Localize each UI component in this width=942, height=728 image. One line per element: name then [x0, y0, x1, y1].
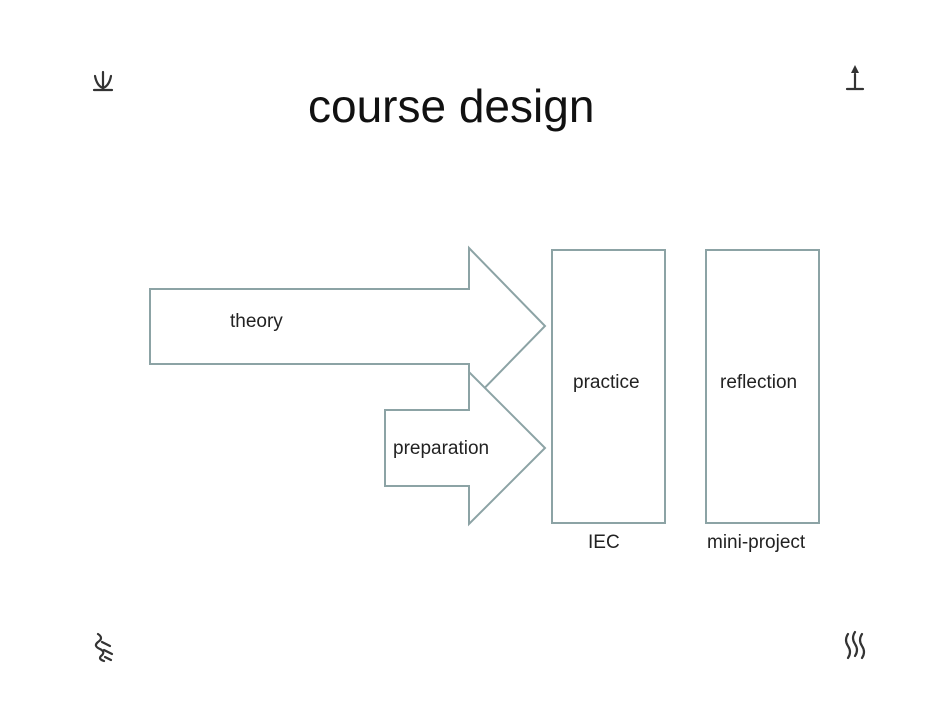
- reflection-box: [705, 249, 820, 524]
- practice-label: practice: [573, 372, 640, 393]
- practice-box: [551, 249, 666, 524]
- upright-glyph-icon: [845, 65, 865, 91]
- mini-project-caption: mini-project: [707, 532, 806, 553]
- slide-title: course design: [308, 80, 595, 132]
- wavy-lines-glyph-icon: [844, 630, 866, 660]
- sprout-glyph-icon: [92, 70, 114, 92]
- preparation-label: preparation: [393, 438, 490, 459]
- squiggle-glyph-icon: [94, 632, 114, 663]
- reflection-label: reflection: [720, 372, 798, 393]
- theory-arrow: [149, 245, 547, 407]
- iec-caption: IEC: [588, 532, 620, 553]
- theory-label: theory: [230, 311, 283, 332]
- preparation-arrow: [384, 369, 547, 527]
